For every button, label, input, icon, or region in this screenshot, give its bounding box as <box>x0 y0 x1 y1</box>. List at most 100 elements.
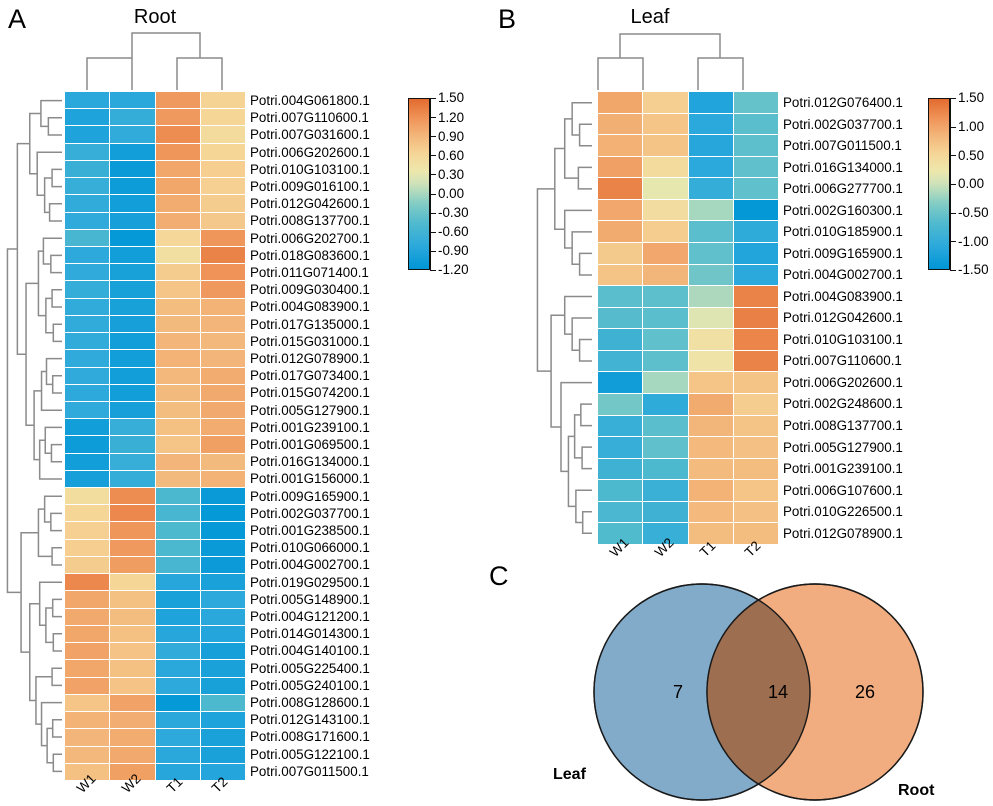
row-label: Potri.010G185900.1 <box>783 224 903 240</box>
colorbar-tick <box>950 98 956 99</box>
heatmap-cell <box>65 212 110 229</box>
heatmap-cell <box>110 746 155 763</box>
heatmap-cell <box>110 178 155 195</box>
row-label: Potri.011G071400.1 <box>250 265 369 280</box>
heatmap-cell <box>155 419 200 436</box>
row-label: Potri.015G074200.1 <box>250 385 370 401</box>
heatmap-cell <box>200 539 245 556</box>
heatmap-cell <box>643 199 688 221</box>
venn-count-root-only: 26 <box>855 682 876 702</box>
heatmap-cell <box>598 135 643 156</box>
heatmap-cell <box>688 221 733 242</box>
heatmap-cell <box>200 367 245 384</box>
heatmap-cell <box>598 264 643 286</box>
heatmap-cell <box>65 470 110 488</box>
heatmap-cell <box>110 229 155 246</box>
heatmap-cell <box>65 763 110 780</box>
heatmap-cell <box>200 574 245 591</box>
heatmap-cell <box>155 229 200 246</box>
colorbar-tick-label: -1.20 <box>438 262 469 278</box>
panel-a-colorbar-gradient <box>408 98 430 270</box>
heatmap-cell <box>65 195 110 212</box>
heatmap-cell <box>733 393 778 415</box>
heatmap-cell <box>110 298 155 315</box>
row-label: Potri.008G171600.1 <box>250 729 370 745</box>
heatmap-cell <box>688 242 733 264</box>
heatmap-cell <box>155 677 200 694</box>
heatmap-cell <box>200 488 245 505</box>
heatmap-cell <box>155 109 200 126</box>
colorbar-tick <box>950 126 956 128</box>
heatmap-cell <box>155 539 200 556</box>
heatmap-cell <box>110 109 155 126</box>
heatmap-cell <box>65 746 110 763</box>
row-label: Potri.004G140100.1 <box>250 643 370 659</box>
heatmap-cell <box>643 242 688 264</box>
heatmap-cell <box>598 329 643 350</box>
heatmap-cell <box>643 523 688 544</box>
heatmap-cell <box>200 143 245 160</box>
row-label: Potri.010G066000.1 <box>250 540 370 556</box>
row-label: Potri.015G031000.1 <box>250 333 370 349</box>
heatmap-cell <box>110 92 155 109</box>
heatmap-cell <box>200 212 245 229</box>
row-label: Potri.006G202700.1 <box>250 230 370 246</box>
heatmap-cell <box>155 470 200 488</box>
heatmap-cell <box>110 574 155 591</box>
heatmap-cell <box>155 160 200 178</box>
heatmap-cell <box>110 660 155 677</box>
heatmap-cell <box>733 307 778 329</box>
colorbar-tick <box>430 193 436 195</box>
heatmap-cell <box>200 643 245 660</box>
row-label: Potri.004G121200.1 <box>250 609 370 624</box>
heatmap-cell <box>200 178 245 195</box>
colorbar-tick-label: -1.50 <box>958 262 989 278</box>
heatmap-cell <box>643 350 688 372</box>
heatmap-cell <box>643 480 688 501</box>
panel-b-letter: B <box>498 4 517 34</box>
heatmap-cell <box>200 160 245 178</box>
heatmap-cell <box>688 501 733 523</box>
heatmap-cell <box>65 178 110 195</box>
venn-label-leaf: Leaf <box>553 766 586 783</box>
row-label: Potri.001G156000.1 <box>250 471 370 487</box>
heatmap-cell <box>65 539 110 556</box>
row-label: Potri.005G225400.1 <box>250 660 370 676</box>
heatmap-cell <box>643 221 688 242</box>
heatmap-cell <box>155 488 200 505</box>
row-label: Potri.007G110600.1 <box>250 110 369 126</box>
heatmap-cell <box>110 505 155 522</box>
heatmap-cell <box>200 729 245 746</box>
row-label: Potri.004G002700.1 <box>783 267 903 283</box>
heatmap-cell <box>155 694 200 712</box>
heatmap-cell <box>155 350 200 367</box>
row-label: Potri.008G137700.1 <box>783 418 903 434</box>
heatmap-cell <box>65 160 110 178</box>
heatmap-cell <box>200 712 245 729</box>
heatmap-cell <box>598 480 643 501</box>
heatmap-cell <box>110 763 155 780</box>
heatmap-cell <box>65 488 110 505</box>
heatmap-cell <box>155 746 200 763</box>
heatmap-cell <box>155 178 200 195</box>
row-label: Potri.007G011500.1 <box>783 138 902 154</box>
panel-b-column-dendrogram <box>597 33 744 90</box>
row-label: Potri.004G083900.1 <box>250 299 370 315</box>
heatmap-cell <box>733 113 778 135</box>
heatmap-cell <box>65 522 110 539</box>
heatmap-cell <box>733 264 778 286</box>
heatmap-cell <box>643 178 688 199</box>
heatmap-cell <box>155 367 200 384</box>
heatmap-cell <box>155 660 200 677</box>
heatmap-cell <box>155 126 200 143</box>
heatmap-cell <box>688 264 733 286</box>
row-label: Potri.006G202600.1 <box>783 374 903 390</box>
venn-intersection-shade <box>707 584 810 800</box>
heatmap-cell <box>598 393 643 415</box>
colorbar-tick <box>950 155 956 157</box>
heatmap-cell <box>733 242 778 264</box>
heatmap-cell <box>200 746 245 763</box>
panel-a-heatmap <box>65 92 245 780</box>
heatmap-cell <box>155 453 200 470</box>
